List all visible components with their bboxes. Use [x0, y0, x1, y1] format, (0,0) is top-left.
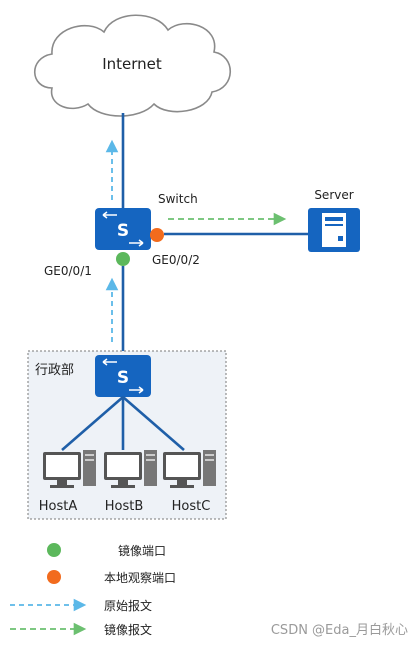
legend-original-packet-label: 原始报文	[104, 598, 152, 613]
observe-port-dot	[150, 228, 164, 242]
server-label: Server	[314, 188, 353, 202]
server-icon	[308, 208, 360, 252]
watermark: CSDN @Eda_月白秋心	[271, 622, 408, 638]
host-b-computer-icon	[104, 450, 157, 488]
core-switch-icon: S	[95, 208, 151, 250]
legend: 镜像端口 本地观察端口 原始报文 镜像报文	[10, 543, 176, 637]
port-observe-label: GE0/0/2	[152, 253, 200, 267]
host-a-computer-icon	[43, 450, 96, 488]
host-c-label: HostC	[172, 499, 211, 514]
mirror-port-dot	[116, 252, 130, 266]
internet-label: Internet	[102, 55, 162, 73]
legend-observe-port-dot	[47, 570, 61, 584]
port-mirror-label: GE0/0/1	[44, 264, 92, 278]
internet-cloud	[34, 14, 231, 117]
legend-mirror-port-label: 镜像端口	[118, 543, 166, 558]
switch-label: Switch	[158, 192, 198, 206]
host-c-link	[122, 396, 185, 451]
host-a-link	[61, 396, 124, 451]
host-a-label: HostA	[39, 499, 78, 514]
department-label: 行政部	[35, 363, 74, 378]
host-b-label: HostB	[105, 499, 144, 514]
svg-text:S: S	[117, 368, 129, 388]
svg-text:S: S	[117, 221, 129, 241]
legend-observe-port-label: 本地观察端口	[104, 571, 176, 585]
host-c-computer-icon	[163, 450, 216, 488]
legend-mirror-packet-label: 镜像报文	[104, 622, 152, 637]
access-switch-icon: S	[95, 355, 151, 397]
legend-mirror-port-dot	[47, 543, 61, 557]
